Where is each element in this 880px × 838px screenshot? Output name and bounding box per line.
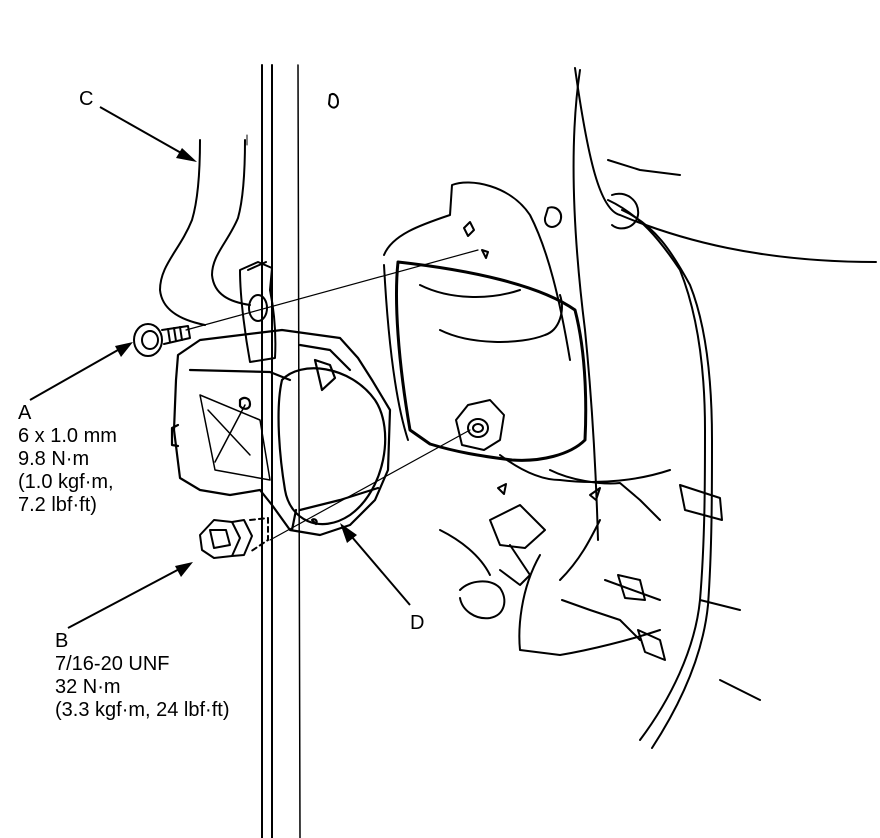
callout-b-torque-nm: 32 N·m xyxy=(55,676,121,698)
bolt-a xyxy=(133,323,191,357)
callout-a-torque-nm: 9.8 N·m xyxy=(18,448,90,470)
callout-d-label: D xyxy=(410,612,425,634)
pillar-panel xyxy=(261,64,877,838)
callout-b-torque-kgfm-lbfft: (3.3 kgf·m, 24 lbf·ft) xyxy=(55,699,230,721)
callout-a: A 6 x 1.0 mm 9.8 N·m (1.0 kgf·m, 7.2 lbf… xyxy=(18,402,117,517)
callout-a-bolt-size: 6 x 1.0 mm xyxy=(18,425,117,447)
callout-a-torque-kgfm: (1.0 kgf·m, xyxy=(18,471,114,493)
mounting-hole xyxy=(455,399,505,451)
alignment-lines xyxy=(185,249,479,541)
callout-b-letter: B xyxy=(55,630,69,652)
bolt-b xyxy=(199,517,269,559)
retractor-bracket xyxy=(239,261,277,363)
retractor-assembly xyxy=(170,328,392,537)
callout-b-bolt-size: 7/16-20 UNF xyxy=(55,653,170,675)
seat-belt-webbing xyxy=(159,134,251,326)
callout-a-torque-lbfft: 7.2 lbf·ft) xyxy=(18,494,97,516)
callout-c-label: C xyxy=(79,88,94,110)
callout-a-letter: A xyxy=(18,402,32,424)
leader-arrows xyxy=(29,106,411,629)
callout-b: B 7/16-20 UNF 32 N·m (3.3 kgf·m, 24 lbf·… xyxy=(55,630,230,722)
